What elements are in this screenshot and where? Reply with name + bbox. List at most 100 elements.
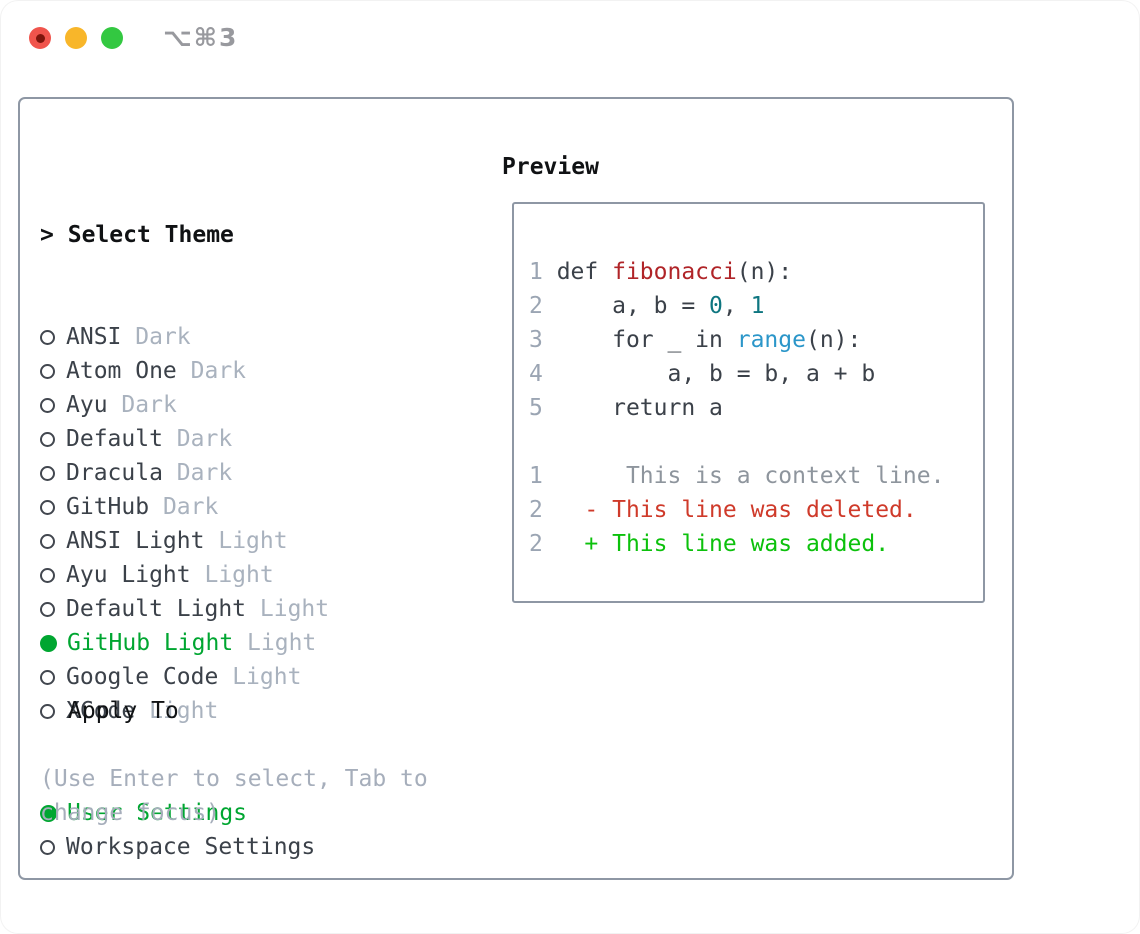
theme-option[interactable]: Dracula Dark — [40, 456, 329, 490]
theme-variant: Dark — [176, 426, 233, 452]
theme-variant: Light — [204, 562, 274, 588]
line-number: 1 — [529, 259, 557, 285]
code-token: + This line was added. — [556, 531, 890, 557]
theme-option[interactable]: Default Dark — [40, 422, 329, 456]
theme-option[interactable]: Ayu Dark — [40, 388, 329, 422]
line-number: 4 — [529, 361, 557, 387]
minimize-button[interactable] — [65, 27, 87, 49]
theme-variant: Dark — [176, 460, 233, 486]
radio-unselected-icon — [40, 466, 55, 481]
line-number: 2 — [529, 531, 557, 557]
theme-list-title-row: > Select Theme — [40, 218, 329, 252]
hint-line: change focus) — [40, 800, 221, 826]
hint-text: (Use Enter to select, Tab to change focus… — [40, 762, 428, 830]
line-number: 1 — [529, 463, 557, 489]
code-token: (n): — [805, 327, 862, 353]
code-line: 1 This is a context line. — [529, 459, 944, 493]
code-line: 1 def fibonacci(n): — [529, 255, 944, 289]
theme-name: Default Light — [66, 596, 247, 622]
radio-unselected-icon — [40, 670, 55, 685]
radio-unselected-icon — [40, 500, 55, 515]
theme-name: Default — [66, 426, 163, 452]
theme-list-title: Select Theme — [67, 222, 234, 248]
radio-unselected-icon — [40, 534, 55, 549]
line-number: 2 — [529, 293, 557, 319]
theme-name: Atom One — [66, 358, 177, 384]
theme-variant: Light — [247, 630, 317, 656]
zoom-button[interactable] — [101, 27, 123, 49]
close-button-dot-icon — [35, 33, 45, 43]
theme-name: Dracula — [66, 460, 163, 486]
theme-name: XCode — [66, 698, 136, 724]
preview-title: Preview — [502, 154, 599, 180]
theme-name: GitHub Light — [67, 630, 234, 656]
apply-option-label: Workspace Settings — [66, 834, 316, 860]
code-line: 2 + This line was added. — [529, 527, 944, 561]
code-token: def — [556, 259, 613, 285]
radio-unselected-icon — [40, 432, 55, 447]
theme-option[interactable]: Atom One Dark — [40, 354, 329, 388]
radio-unselected-icon — [40, 602, 55, 617]
line-number: 2 — [529, 497, 557, 523]
radio-selected-icon — [40, 635, 57, 652]
code-line: 5 return a — [529, 391, 944, 425]
code-token: range — [736, 327, 806, 353]
theme-variant: Light — [232, 664, 302, 690]
theme-name: GitHub — [66, 494, 150, 520]
radio-selected-icon — [40, 805, 57, 822]
theme-name: Ayu — [66, 392, 108, 418]
radio-unselected-icon — [40, 568, 55, 583]
radio-unselected-icon — [40, 398, 55, 413]
theme-option[interactable]: Default Light Light — [40, 592, 329, 626]
theme-option[interactable]: Ayu Light Light — [40, 558, 329, 592]
theme-variant: Light — [259, 596, 330, 622]
theme-option[interactable]: GitHub Dark — [40, 490, 329, 524]
line-number: 3 — [529, 327, 557, 353]
code-token: fibonacci — [612, 259, 737, 285]
theme-variant: Dark — [190, 358, 247, 384]
code-token: This is a context line. — [556, 463, 945, 489]
theme-option[interactable]: ANSI Dark — [40, 320, 329, 354]
code-token: , — [722, 293, 751, 319]
radio-unselected-icon — [40, 330, 55, 345]
cursor-indicator: > — [40, 222, 54, 248]
code-token: (n): — [736, 259, 793, 285]
window-shortcut-label: ⌥⌘3 — [163, 23, 239, 52]
apply-to-title: Apply To — [68, 698, 179, 724]
titlebar — [29, 26, 123, 50]
theme-option[interactable]: XCode Light — [40, 694, 329, 728]
theme-variant: Dark — [121, 392, 177, 418]
code-token: return a — [556, 395, 723, 421]
theme-variant: Dark — [135, 324, 191, 350]
radio-unselected-icon — [40, 840, 55, 855]
apply-option[interactable]: Workspace Settings — [40, 830, 315, 864]
code-token: - This line was deleted. — [556, 497, 917, 523]
code-line: 4 a, b = b, a + b — [529, 357, 944, 391]
theme-option[interactable]: ANSI Light Light — [40, 524, 329, 558]
apply-option-label: User Settings — [67, 800, 248, 826]
theme-variant: Light — [149, 698, 219, 724]
line-number: 5 — [529, 395, 557, 421]
theme-variant: Dark — [162, 494, 219, 520]
code-line: 2 a, b = 0, 1 — [529, 289, 944, 323]
theme-name: ANSI Light — [66, 528, 205, 554]
theme-option[interactable]: GitHub Light Light — [40, 626, 329, 660]
theme-name: Google Code — [66, 664, 219, 690]
theme-variant: Light — [218, 528, 288, 554]
code-token: 0 — [709, 293, 723, 319]
close-button[interactable] — [29, 27, 51, 49]
theme-option[interactable]: Google Code Light — [40, 660, 329, 694]
code-token: for _ in — [556, 327, 737, 353]
code-line: 3 for _ in range(n): — [529, 323, 944, 357]
radio-unselected-icon — [40, 364, 55, 379]
hint-line: (Use Enter to select, Tab to — [40, 766, 428, 792]
apply-option[interactable]: User Settings — [40, 796, 315, 830]
code-line — [529, 425, 944, 459]
code-token: a, b = — [556, 293, 710, 319]
